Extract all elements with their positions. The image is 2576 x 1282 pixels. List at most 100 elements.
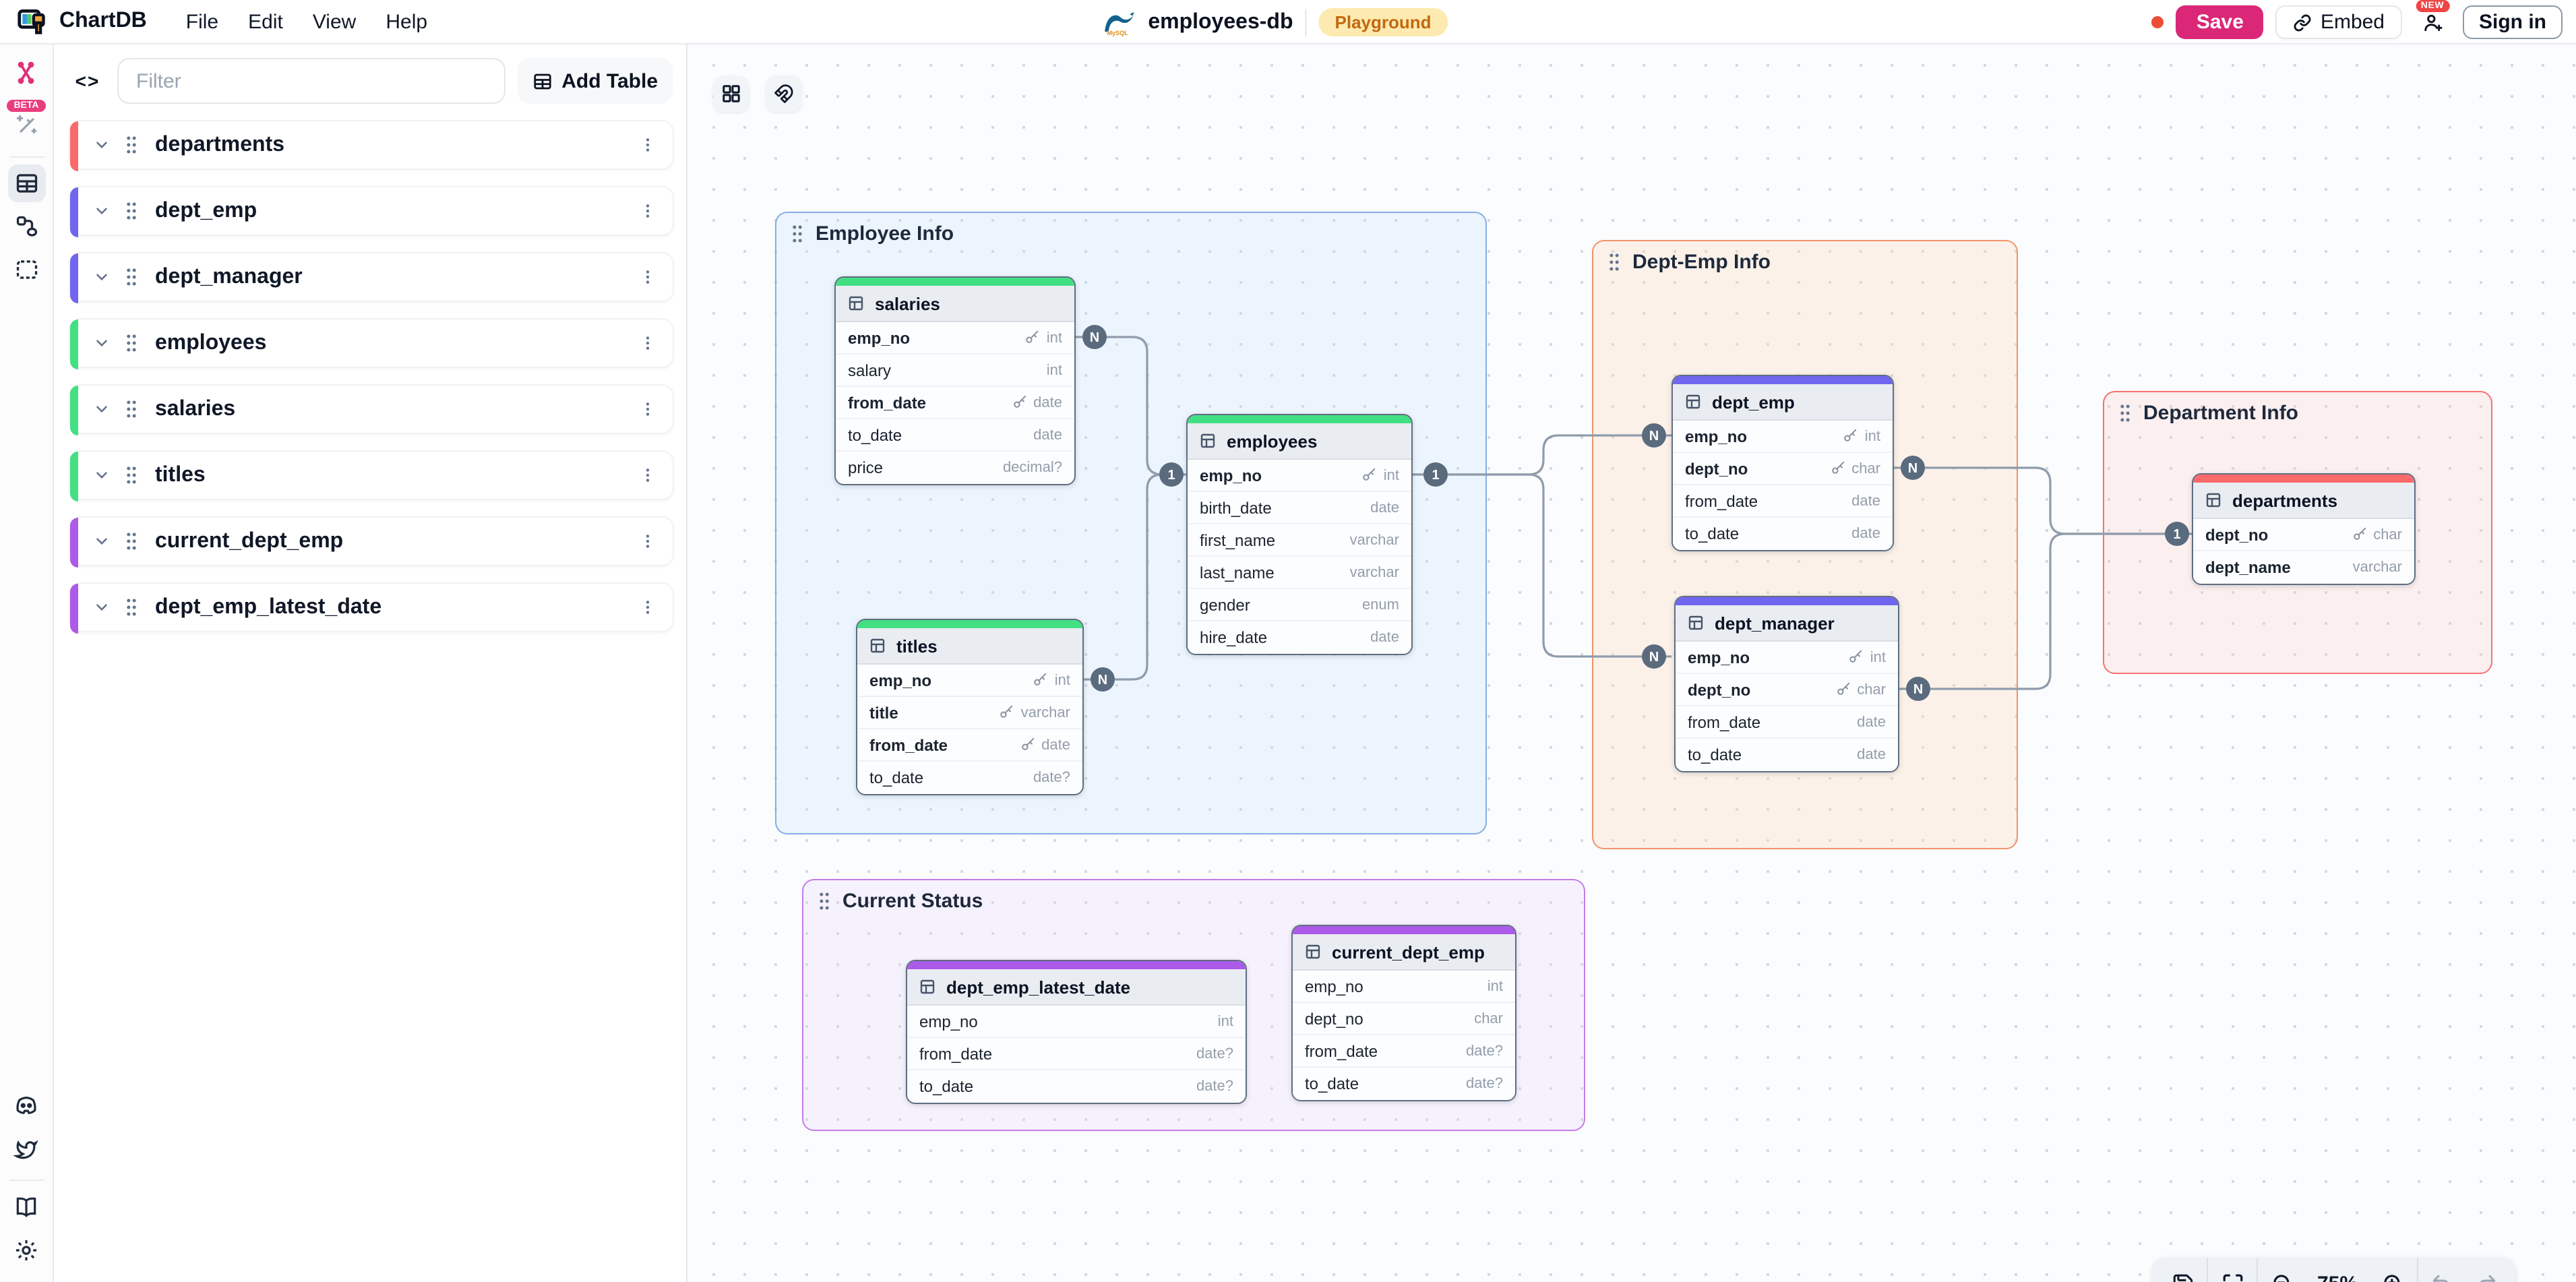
twitter-icon[interactable] — [7, 1130, 45, 1167]
table-color-bar — [70, 121, 78, 171]
areas-panel-icon[interactable] — [7, 251, 45, 288]
table-color-bar — [70, 253, 78, 303]
drag-handle-icon[interactable] — [124, 399, 139, 419]
new-badge: NEW — [2415, 0, 2450, 12]
fullscreen-button[interactable] — [2208, 1258, 2257, 1282]
docs-icon[interactable] — [7, 1188, 45, 1225]
beta-badge: BETA — [7, 100, 46, 112]
save-diagram-button[interactable] — [2158, 1258, 2207, 1282]
sidebar-item-dept_emp[interactable]: dept_emp — [69, 186, 674, 237]
save-button[interactable]: Save — [2176, 5, 2264, 39]
drag-handle-icon[interactable] — [124, 531, 139, 551]
toolbar-divider — [2417, 1258, 2418, 1282]
table-menu-button[interactable] — [639, 531, 656, 551]
table-icon — [919, 979, 936, 995]
sidebar-item-employees[interactable]: employees — [69, 318, 674, 369]
drag-handle-icon[interactable] — [124, 597, 139, 617]
sidebar-item-titles[interactable]: titles — [69, 450, 674, 501]
chevron-down-icon[interactable] — [93, 532, 111, 550]
magic-wand-icon[interactable] — [7, 106, 45, 144]
drag-handle-icon[interactable] — [124, 333, 139, 353]
magnet-button[interactable] — [766, 75, 802, 112]
redo-button[interactable] — [2464, 1258, 2510, 1282]
embed-button[interactable]: Embed — [2275, 5, 2402, 39]
field-type: char — [1474, 1010, 1503, 1027]
table-header[interactable]: departments — [2193, 483, 2414, 519]
svg-text:N: N — [1908, 461, 1918, 476]
menu-file[interactable]: File — [185, 10, 219, 33]
chevron-down-icon[interactable] — [93, 400, 111, 418]
chevron-down-icon[interactable] — [93, 202, 111, 220]
add-table-button[interactable]: Add Table — [517, 58, 673, 104]
grid-view-button[interactable] — [713, 75, 749, 112]
tables-panel-icon[interactable] — [7, 164, 45, 202]
drag-handle-icon[interactable] — [1607, 252, 1622, 272]
zoom-level[interactable]: 75% — [2306, 1271, 2368, 1282]
sidebar-item-departments[interactable]: departments — [69, 120, 674, 171]
table-header[interactable]: current_dept_emp — [1293, 934, 1515, 971]
gear-icon[interactable] — [7, 1231, 45, 1269]
drag-handle-icon[interactable] — [124, 465, 139, 485]
drag-handle-icon[interactable] — [2118, 403, 2133, 423]
undo-button[interactable] — [2418, 1258, 2464, 1282]
table-header[interactable]: dept_manager — [1676, 605, 1898, 642]
table-header[interactable]: employees — [1188, 423, 1411, 460]
table-menu-button[interactable] — [639, 201, 656, 221]
table-menu-button[interactable] — [639, 399, 656, 419]
discord-icon[interactable] — [7, 1087, 45, 1124]
invite-user-button[interactable]: NEW — [2414, 0, 2451, 40]
drag-handle-icon[interactable] — [817, 891, 832, 911]
menu-edit[interactable]: Edit — [248, 10, 283, 33]
relationships-panel-icon[interactable] — [7, 208, 45, 245]
svg-text:N: N — [1649, 429, 1659, 444]
zoom-out-button[interactable] — [2258, 1258, 2306, 1282]
chevron-down-icon[interactable] — [93, 334, 111, 352]
menu-help[interactable]: Help — [386, 10, 428, 33]
table-header[interactable]: salaries — [836, 286, 1074, 322]
drag-handle-icon[interactable] — [124, 201, 139, 221]
drag-handle-icon[interactable] — [124, 267, 139, 287]
chevron-down-icon[interactable] — [93, 136, 111, 154]
sign-in-button[interactable]: Sign in — [2463, 5, 2563, 39]
table-menu-button[interactable] — [639, 333, 656, 353]
table-menu-button[interactable] — [639, 135, 656, 155]
diagram-name[interactable]: employees-db — [1148, 10, 1293, 33]
sidebar-item-salaries[interactable]: salaries — [69, 384, 674, 435]
table-header[interactable]: dept_emp_latest_date — [907, 969, 1246, 1006]
view-code-button[interactable]: <> — [70, 63, 105, 98]
menu-view[interactable]: View — [312, 10, 357, 33]
chevron-down-icon[interactable] — [93, 466, 111, 484]
chevron-down-icon[interactable] — [93, 599, 111, 616]
table-menu-button[interactable] — [639, 267, 656, 287]
filter-input[interactable] — [117, 58, 505, 104]
drag-handle-icon[interactable] — [790, 224, 805, 244]
sidebar-item-dept_manager[interactable]: dept_manager — [69, 252, 674, 303]
field-type: date — [1851, 493, 1880, 509]
diagram-icon[interactable] — [7, 54, 45, 92]
table-header[interactable]: titles — [857, 628, 1082, 665]
drag-handle-icon[interactable] — [124, 135, 139, 155]
chevron-down-icon[interactable] — [93, 268, 111, 286]
area-label: Department Info — [2143, 402, 2299, 425]
zoom-in-button[interactable] — [2368, 1258, 2417, 1282]
svg-text:MySQL: MySQL — [1106, 29, 1128, 36]
sidebar-item-current_dept_emp[interactable]: current_dept_emp — [69, 516, 674, 568]
table-menu-button[interactable] — [639, 465, 656, 485]
table-header[interactable]: dept_emp — [1673, 384, 1893, 421]
add-table-label: Add Table — [561, 69, 658, 92]
sidebar-item-dept_emp_latest_date[interactable]: dept_emp_latest_date — [69, 582, 674, 634]
table-menu-button[interactable] — [639, 597, 656, 617]
strip-divider — [9, 156, 44, 158]
